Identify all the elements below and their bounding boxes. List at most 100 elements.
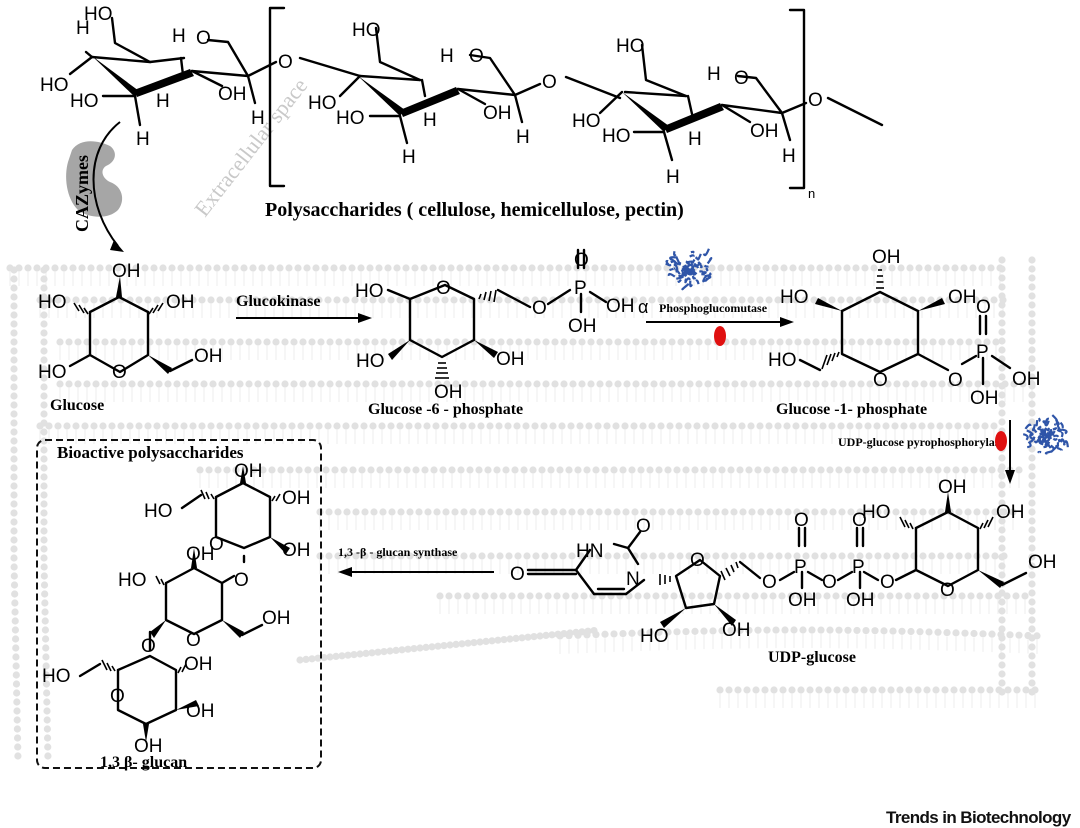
lipid-head — [747, 296, 755, 304]
protein-ribbon — [1040, 428, 1045, 435]
lipid-head — [614, 380, 622, 388]
atom-label: H — [423, 110, 437, 131]
atom-label: HO — [84, 4, 113, 25]
lipid-head — [60, 264, 68, 272]
protein-ribbon — [1027, 440, 1032, 449]
lipid-head — [551, 338, 559, 346]
lipid-head — [623, 338, 631, 346]
lipid-head — [774, 422, 782, 430]
lipid-head — [380, 338, 388, 346]
lipid-head — [603, 422, 611, 430]
lipid-head — [440, 642, 448, 650]
atom-label: HO — [308, 93, 337, 114]
lipid-head — [590, 627, 598, 635]
lipid-head — [222, 264, 230, 272]
lipid-head — [856, 552, 864, 560]
lipid-head — [560, 380, 568, 388]
lipid-head — [388, 552, 396, 560]
lipid-head — [511, 466, 519, 474]
protein-ribbon — [1056, 446, 1064, 451]
lipid-head — [866, 338, 874, 346]
lipid-head — [361, 552, 369, 560]
lipid-head — [424, 508, 432, 516]
lipid-head — [432, 422, 440, 430]
lipid-head — [998, 418, 1006, 426]
protein-ribbon — [691, 265, 696, 272]
lipid-head — [587, 380, 595, 388]
atom-label: H — [76, 18, 90, 39]
lipid-head — [1028, 571, 1036, 579]
lipid-head — [42, 680, 51, 688]
lipid-head — [487, 508, 495, 516]
lipid-head — [873, 422, 881, 430]
lipid-head — [727, 466, 735, 474]
lipid-head — [688, 592, 696, 600]
lipid-head — [135, 422, 143, 430]
lipid-head — [10, 428, 18, 436]
lipid-head — [528, 264, 536, 272]
lipid-head — [1028, 499, 1036, 507]
lipid-head — [299, 338, 307, 346]
lipid-head — [887, 686, 895, 694]
lipid-head — [279, 296, 287, 304]
lipid-head — [945, 422, 953, 430]
lipid-head — [686, 338, 694, 346]
lipid-head — [828, 422, 836, 430]
lipid-head — [123, 264, 131, 272]
lipid-head — [153, 296, 161, 304]
lipid-head — [144, 422, 152, 430]
lipid-head — [812, 338, 820, 346]
lipid-head — [350, 651, 358, 659]
lipid-head — [983, 338, 991, 346]
lipid-head — [941, 686, 949, 694]
lipid-head — [583, 466, 591, 474]
lipid-head — [998, 598, 1006, 606]
lipid-head — [700, 627, 708, 635]
lipid-head — [945, 296, 953, 304]
lipid-head — [673, 628, 681, 636]
lipid-head — [936, 422, 944, 430]
lipid-head — [743, 686, 751, 694]
lipid-head — [317, 380, 325, 388]
cazyme-arrow — [92, 121, 121, 247]
lipid-head — [905, 686, 913, 694]
lipid-head — [324, 296, 332, 304]
lipid-head — [998, 328, 1006, 336]
lipid-head — [40, 500, 48, 508]
lipid-head — [998, 454, 1006, 462]
lipid-head — [132, 264, 140, 272]
lipid-head — [308, 338, 316, 346]
lipid-head — [1028, 589, 1036, 597]
lipid-head — [450, 422, 458, 430]
atom-label: O — [574, 250, 589, 271]
lipid-head — [736, 626, 744, 635]
lipid-head — [711, 296, 719, 304]
lipid-head — [396, 422, 404, 430]
lipid-head — [11, 617, 19, 625]
lipid-head — [569, 380, 577, 388]
lipid-head — [370, 508, 378, 516]
lipid-head — [555, 264, 563, 272]
lipid-head — [998, 589, 1006, 597]
lipid-head — [591, 264, 599, 272]
lipid-head — [596, 338, 604, 346]
protein-ribbon — [1044, 420, 1050, 427]
lipid-head — [753, 264, 761, 272]
lipid-head — [439, 466, 447, 474]
protein-ribbon — [684, 277, 691, 284]
lipid-head — [718, 466, 726, 474]
lipid-head — [797, 686, 805, 694]
lipid-head — [637, 466, 645, 474]
lipid-head — [442, 508, 450, 516]
lipid-head — [981, 296, 989, 304]
atom-label: OH — [282, 540, 311, 561]
lipid-head — [524, 633, 532, 641]
atom-label: O — [278, 52, 293, 73]
lipid-head — [1028, 355, 1036, 363]
lipid-head — [817, 466, 825, 474]
lipid-head — [973, 508, 981, 516]
lipid-head — [852, 264, 860, 272]
lipid-head — [218, 380, 226, 388]
lipid-head — [549, 422, 557, 430]
lipid-head — [916, 628, 924, 636]
